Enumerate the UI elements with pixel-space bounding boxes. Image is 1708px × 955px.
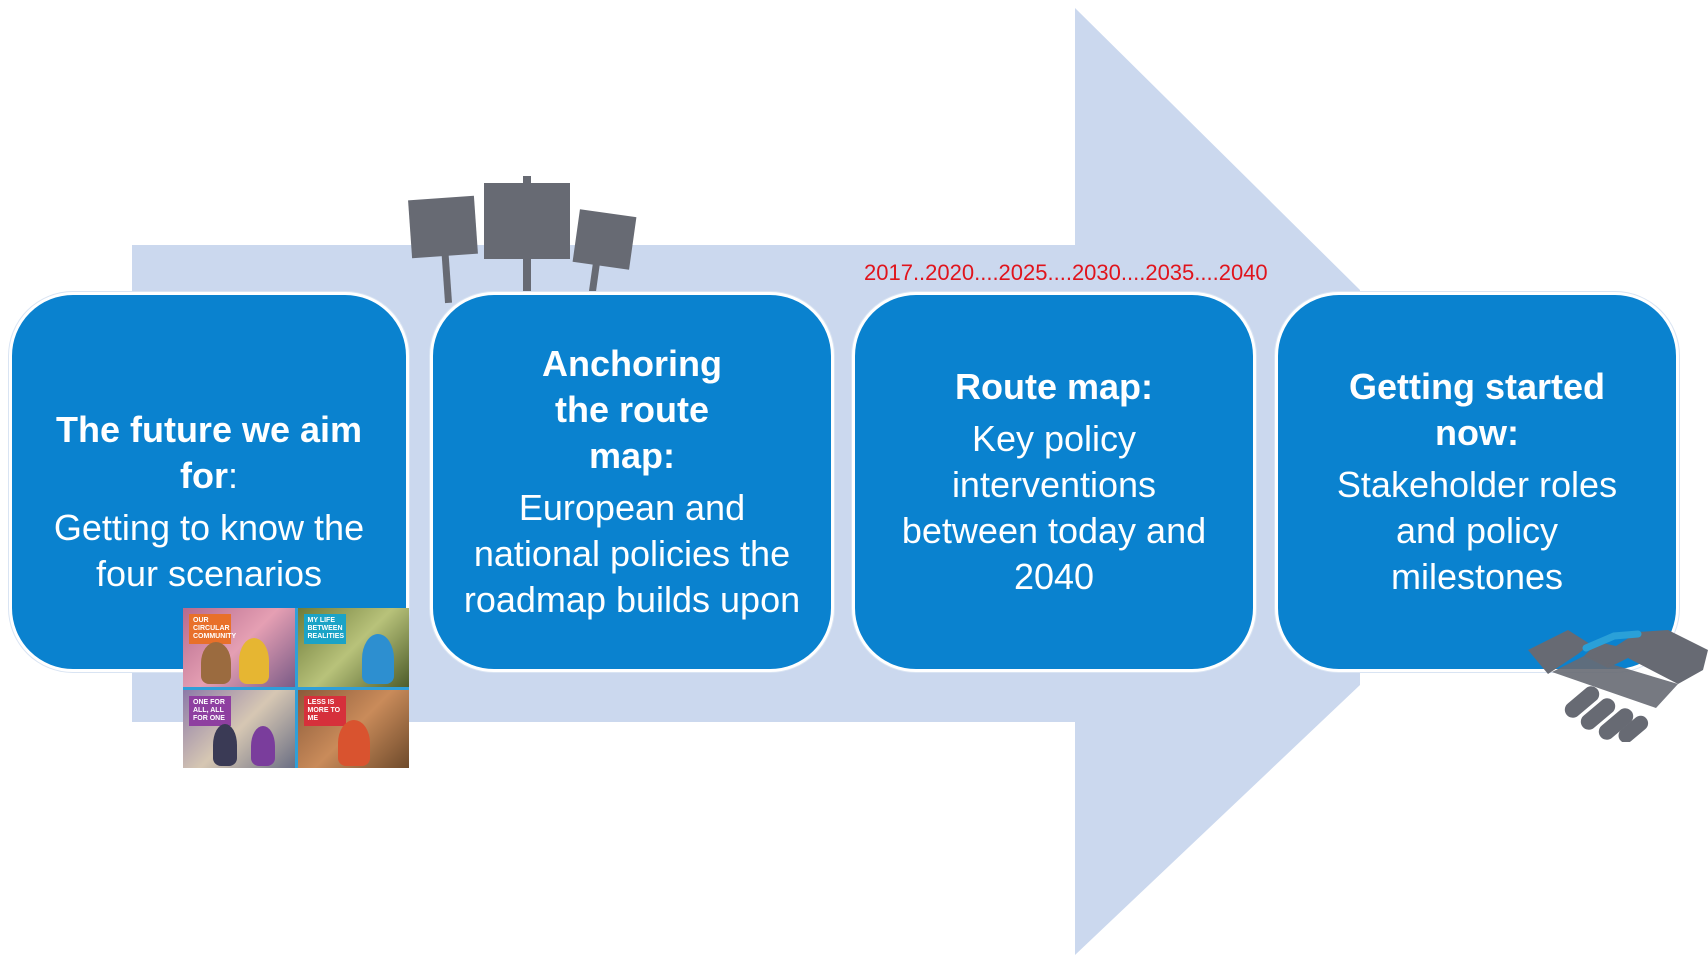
step-body: Stakeholder roles and policy milestones (1336, 464, 1618, 597)
scenario-tile: ONE FOR ALL, ALL FOR ONE (183, 689, 295, 768)
scenario-tile-label: LESS IS MORE TO ME (303, 695, 346, 726)
step-body: Getting to know the four scenarios (53, 507, 365, 594)
step-route-map-box: Route map: Key policy interventions betw… (852, 292, 1256, 672)
step-body: European and national policies the roadm… (463, 487, 801, 620)
step-getting-started-box: Getting started now: Stakeholder roles a… (1275, 292, 1679, 672)
scenario-tile-label: ONE FOR ALL, ALL FOR ONE (189, 695, 231, 726)
step-title: The future we aim for: (55, 409, 363, 496)
scenario-tile-label: MY LIFE BETWEEN REALITIES (303, 614, 346, 644)
scenario-collage-image: OUR CIRCULAR COMMUNITY MY LIFE BETWEEN R… (183, 608, 409, 768)
scenario-tile: OUR CIRCULAR COMMUNITY (183, 608, 295, 687)
timeline-years: 2017..2020....2025....2030....2035....20… (864, 260, 1268, 285)
scenario-tile: MY LIFE BETWEEN REALITIES (297, 608, 409, 687)
step-title: Anchoring the route map: (542, 343, 722, 476)
step-body: Key policy interventions between today a… (901, 418, 1207, 597)
step-anchoring-box: Anchoring the route map: European and na… (430, 292, 834, 672)
handshake-icon (1528, 630, 1708, 742)
step-title: Getting started now: (1348, 366, 1606, 453)
scenario-tile: LESS IS MORE TO ME (297, 689, 409, 768)
scenario-tile-label: OUR CIRCULAR COMMUNITY (189, 614, 236, 644)
step-title: Route map: (955, 366, 1153, 407)
